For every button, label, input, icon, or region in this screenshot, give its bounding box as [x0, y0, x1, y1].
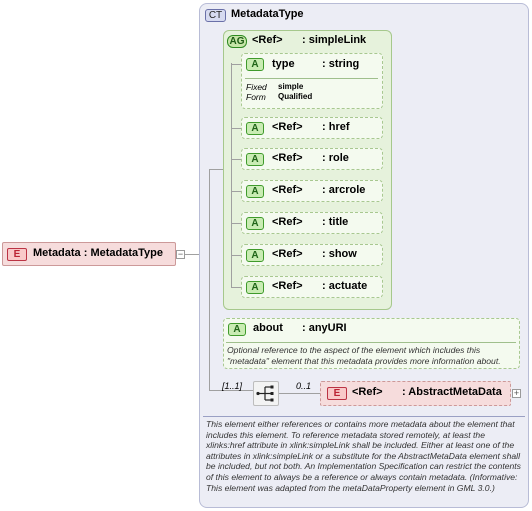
attribute-group-badge: AG — [227, 35, 247, 48]
attribute-name: : show — [322, 248, 357, 260]
attribute-ref: <Ref> — [272, 121, 303, 133]
attribute-ref-3[interactable] — [241, 212, 383, 234]
attribute-ref: <Ref> — [272, 152, 303, 164]
type-description: This element either references or contai… — [206, 419, 521, 493]
fixed-value: simple — [278, 82, 304, 91]
attribute-name: : title — [322, 216, 349, 228]
attribute-ref-5[interactable] — [241, 276, 383, 298]
connector-line — [231, 128, 241, 129]
attribute-badge: A — [246, 185, 264, 198]
attribute-ref: <Ref> — [272, 216, 303, 228]
attribute-badge: A — [246, 153, 264, 166]
element-badge: E — [7, 248, 27, 261]
divider — [226, 342, 516, 343]
fixed-label: Fixed — [246, 82, 267, 92]
sequence-multiplicity: [1..1] — [222, 381, 243, 391]
connector-line — [231, 287, 241, 288]
expand-icon[interactable]: + — [512, 388, 521, 398]
attribute-name: : arcrole — [322, 184, 366, 196]
attribute-type[interactable] — [241, 53, 383, 109]
complex-type-title: MetadataType — [231, 8, 304, 20]
form-value: Qualified — [278, 92, 313, 101]
connector-line — [209, 169, 223, 170]
attribute-ref-4[interactable] — [241, 244, 383, 266]
attribute-group-name: : simpleLink — [302, 34, 367, 46]
attribute-badge: A — [246, 281, 264, 294]
form-label: Form — [246, 92, 266, 102]
attribute-name: : role — [322, 152, 349, 164]
connector-line — [231, 63, 232, 287]
expand-icon[interactable]: − — [176, 249, 185, 259]
attribute-badge: A — [228, 323, 246, 336]
child-element-ref: <Ref> — [352, 386, 383, 398]
attribute-ref-2[interactable] — [241, 180, 383, 202]
connector-line — [279, 393, 320, 394]
attribute-group-ref: <Ref> — [252, 34, 283, 46]
attribute-badge: A — [246, 58, 264, 71]
connector-line — [231, 64, 241, 65]
divider — [245, 78, 378, 79]
attribute-ref: <Ref> — [272, 184, 303, 196]
connector-line — [185, 254, 199, 255]
attribute-name: : href — [322, 121, 350, 133]
child-element-abstract-metadata[interactable] — [320, 381, 511, 406]
about-description: Optional reference to the aspect of the … — [227, 345, 501, 366]
complex-type-badge: CT — [205, 9, 226, 22]
attribute-ref-1[interactable] — [241, 148, 383, 170]
attribute-badge: A — [246, 122, 264, 135]
attribute-ref: <Ref> — [272, 248, 303, 260]
attribute-badge: A — [246, 249, 264, 262]
connector-line — [209, 390, 253, 391]
attribute-type-value: : string — [322, 58, 360, 70]
element-badge: E — [327, 387, 347, 400]
child-element-name: : AbstractMetaData — [402, 386, 502, 398]
attribute-type-value: : anyURI — [302, 322, 347, 334]
attribute-ref: <Ref> — [272, 280, 303, 292]
sequence-icon — [256, 385, 274, 402]
attribute-name: : actuate — [322, 280, 368, 292]
attribute-ref-0[interactable] — [241, 117, 383, 139]
connector-line — [231, 223, 241, 224]
divider — [203, 416, 525, 417]
root-element-label: Metadata : MetadataType — [33, 247, 163, 259]
attribute-name: type — [272, 58, 295, 70]
connector-line — [231, 191, 241, 192]
attribute-name: about — [253, 322, 283, 334]
attribute-badge: A — [246, 217, 264, 230]
attribute-about[interactable] — [223, 318, 520, 369]
root-element-metadata[interactable] — [2, 242, 176, 266]
connector-line — [231, 255, 241, 256]
connector-line — [231, 159, 241, 160]
child-multiplicity: 0..1 — [296, 381, 312, 391]
connector-line — [209, 169, 210, 390]
